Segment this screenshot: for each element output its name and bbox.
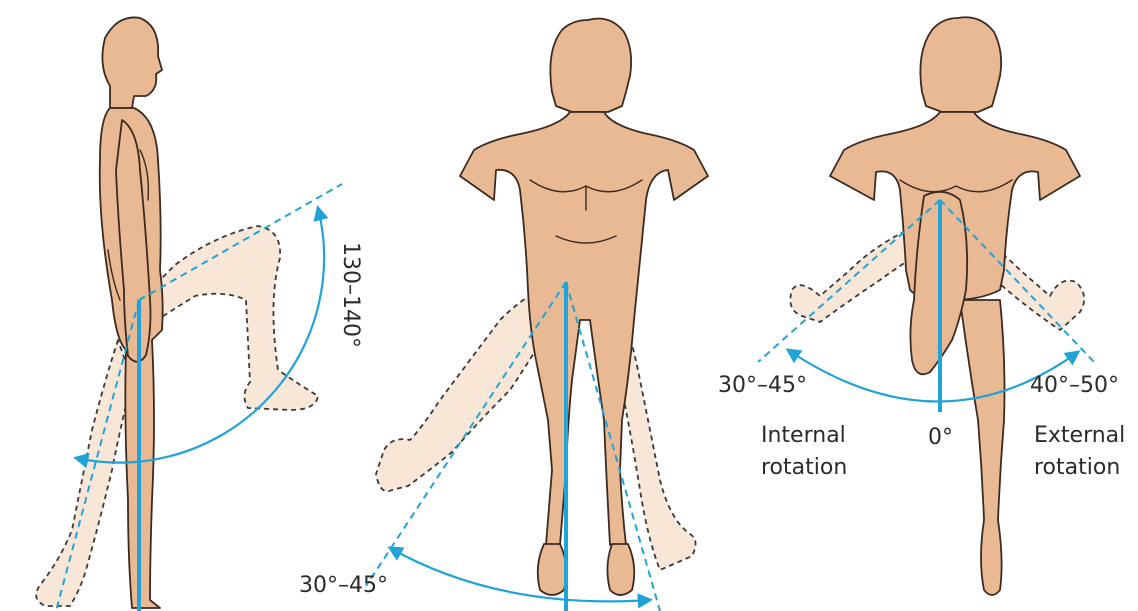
abduction-angle-label: 30°–45° xyxy=(299,573,388,598)
flexed-leg-ghost xyxy=(150,226,318,410)
rotation-figure-head xyxy=(920,17,1001,112)
flexion-figure-head xyxy=(102,17,162,108)
external-rotation-label-line2: rotation xyxy=(1034,455,1120,480)
abduction-right-foot xyxy=(607,544,634,595)
flexion-angle-label: 130–140° xyxy=(338,242,363,348)
neutral-angle-label: 0° xyxy=(928,425,953,450)
rotation-standing-leg xyxy=(960,300,1005,595)
external-rotation-label-line1: External xyxy=(1034,423,1125,448)
flexion-panel: 130–140° xyxy=(36,17,363,611)
external-rotation-angle-label: 40°–50° xyxy=(1030,373,1119,398)
abduction-figure-head xyxy=(550,19,631,113)
abduction-left-foot xyxy=(538,544,567,595)
extended-leg-ghost xyxy=(36,340,132,606)
internal-rotation-label-line1: Internal xyxy=(761,423,846,448)
abducted-leg-ghost xyxy=(376,290,548,491)
internal-rotation-angle-label: 30°–45° xyxy=(718,373,807,398)
internal-rotation-label-line2: rotation xyxy=(761,455,847,480)
abduction-abducted-line xyxy=(366,282,566,586)
rotation-panel: 30°–45° 40°–50° 0° Internal rotation Ext… xyxy=(718,17,1125,595)
